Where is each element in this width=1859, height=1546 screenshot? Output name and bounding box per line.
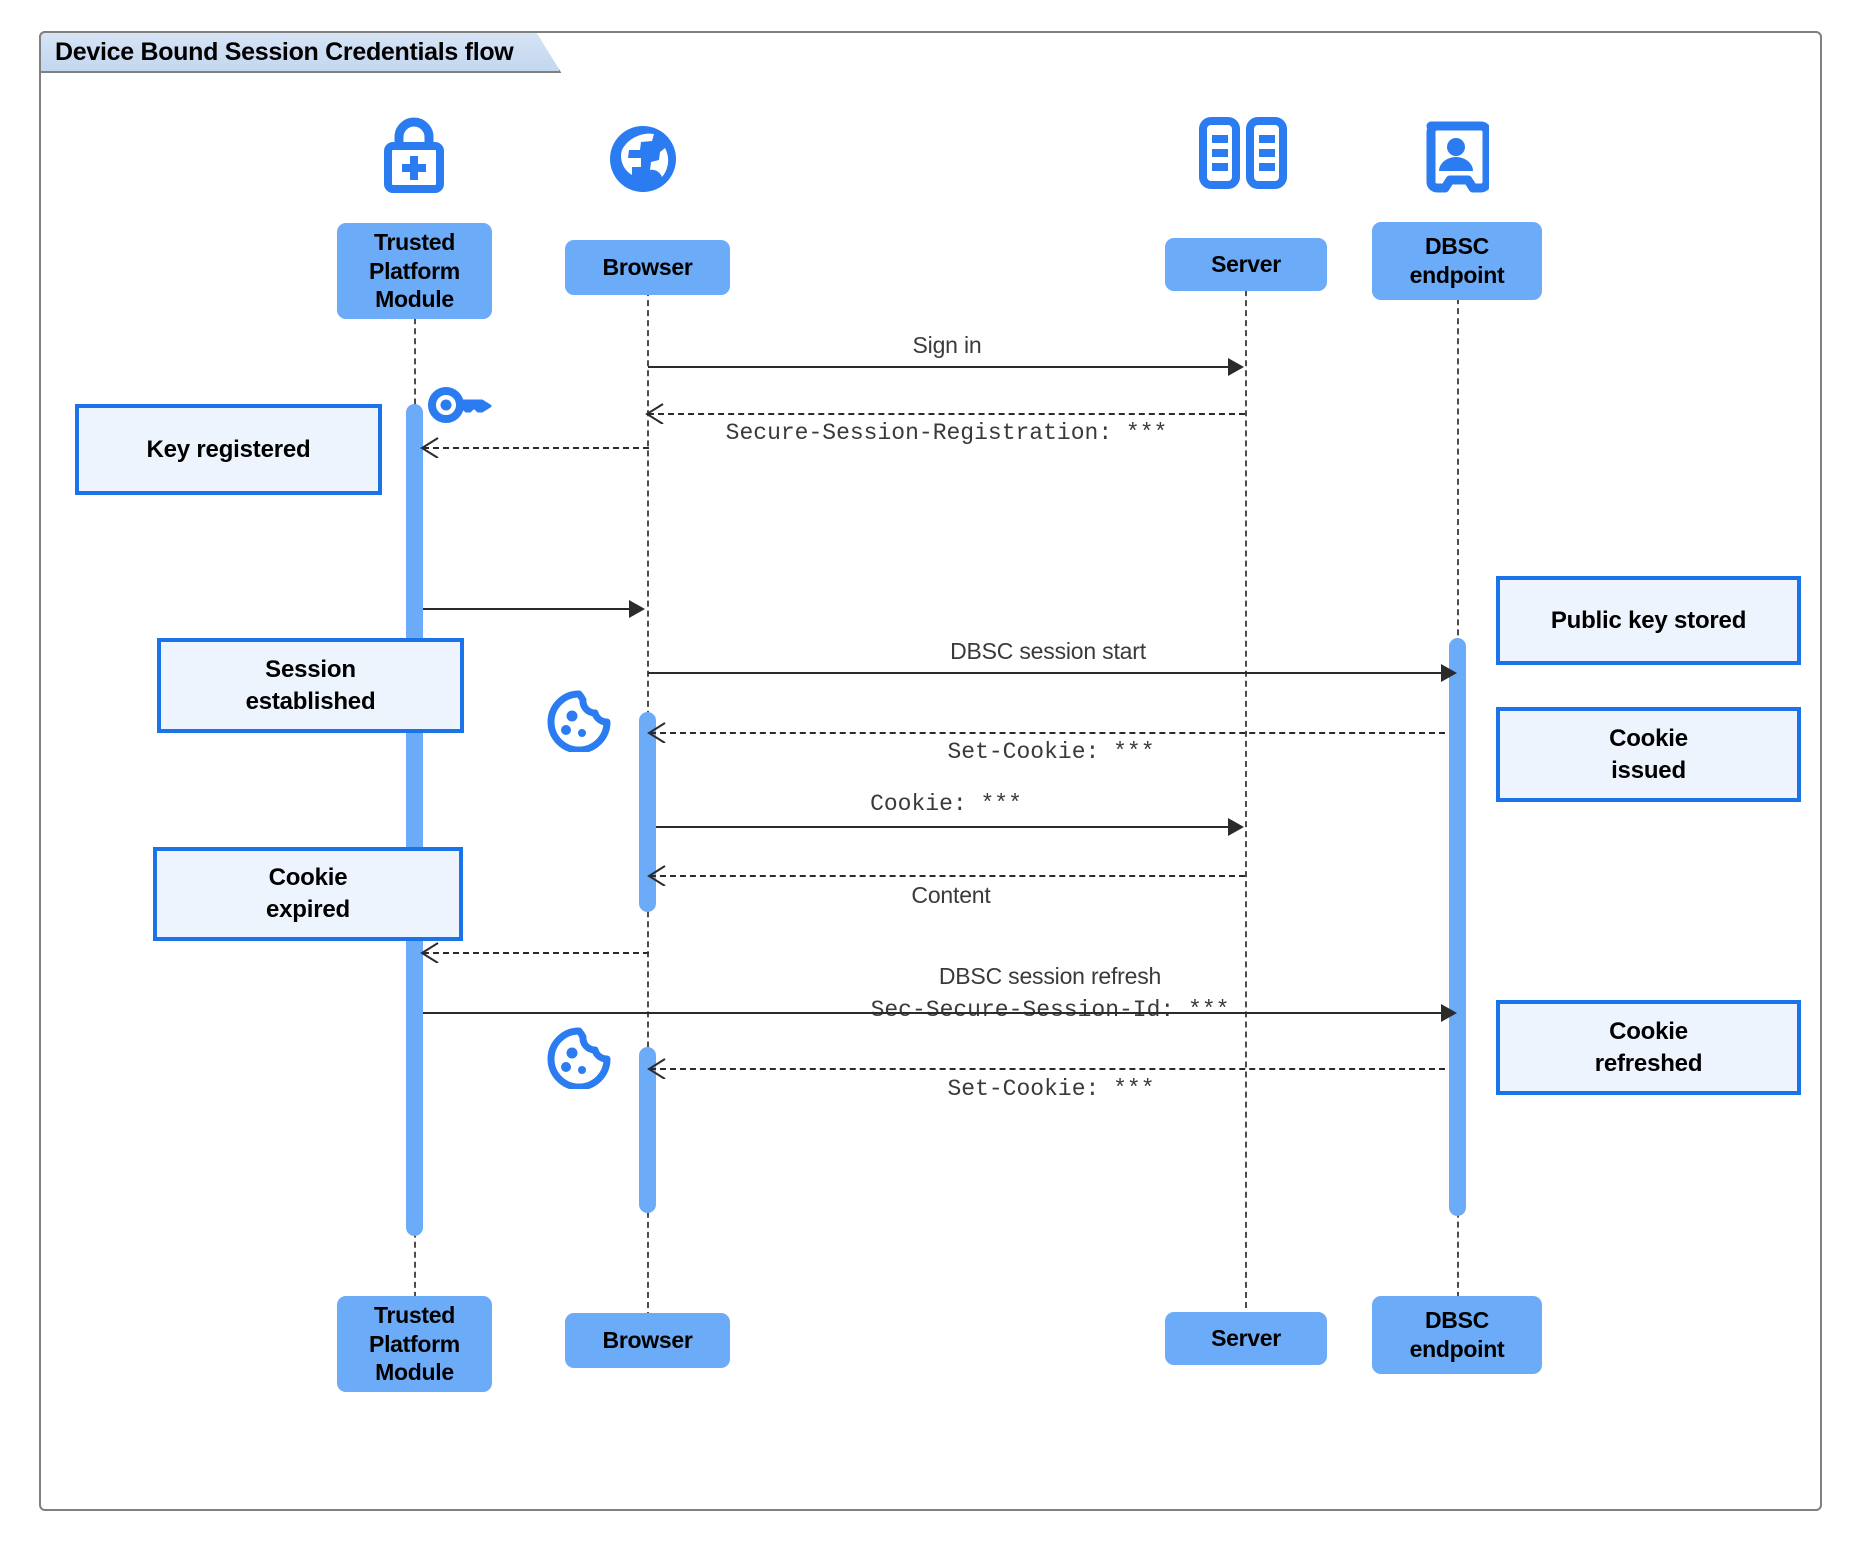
frame-title-tab: Device Bound Session Credentials flow bbox=[39, 31, 561, 73]
message-line-session-start bbox=[648, 672, 1441, 674]
participant-server-top[interactable]: Server bbox=[1165, 238, 1327, 291]
participant-label-line: Trusted bbox=[374, 229, 455, 256]
participant-label-line: Platform bbox=[369, 1330, 460, 1357]
note-text: Key registered bbox=[146, 435, 311, 463]
arrowhead-browser-to-tpm-1 bbox=[420, 437, 439, 458]
arrowhead-refresh bbox=[1441, 1004, 1457, 1022]
message-label-registration: Secure-Session-Registration: *** bbox=[725, 420, 1168, 446]
participant-label-line: Browser bbox=[602, 1327, 693, 1354]
message-label-session-start: DBSC session start bbox=[950, 638, 1146, 664]
activation-bar-browser-1 bbox=[639, 712, 656, 912]
message-label-content: Content bbox=[911, 882, 991, 908]
note-text-line: Session bbox=[265, 655, 356, 683]
participant-tpm-bottom[interactable]: Trusted Platform Module bbox=[337, 1296, 492, 1392]
note-text-line: issued bbox=[1611, 756, 1686, 784]
participant-label-line: Module bbox=[375, 1359, 454, 1386]
message-line-content bbox=[650, 875, 1245, 877]
arrowhead-set-cookie-1 bbox=[647, 722, 666, 743]
key-icon bbox=[428, 381, 496, 434]
note-text-line: established bbox=[245, 687, 376, 715]
note-text-line: expired bbox=[266, 896, 350, 923]
participant-label-line: Platform bbox=[369, 257, 460, 284]
note-text-line: refreshed bbox=[1594, 1049, 1703, 1077]
arrowhead-sign-in bbox=[1228, 358, 1244, 376]
arrowhead-tpm-to-browser-1 bbox=[629, 600, 645, 618]
participant-label-line: Server bbox=[1211, 251, 1281, 278]
message-line-browser-to-tpm-1 bbox=[423, 447, 649, 449]
note-text-line: Cookie bbox=[1609, 724, 1688, 752]
message-line-browser-to-tpm-2 bbox=[423, 952, 649, 954]
arrowhead-registration bbox=[645, 403, 664, 424]
server-racks-icon bbox=[1197, 117, 1289, 194]
lifeline-server bbox=[1245, 250, 1247, 1328]
message-line-sign-in bbox=[648, 366, 1228, 368]
note-cookie-expired: Cookie expired bbox=[153, 847, 463, 941]
participant-dbsc-top[interactable]: DBSC endpoint bbox=[1372, 222, 1542, 300]
participant-label-line: DBSC bbox=[1425, 1307, 1489, 1334]
note-text: Public key stored bbox=[1550, 606, 1747, 634]
note-public-key-stored: Public key stored bbox=[1496, 576, 1801, 665]
lock-plus-icon bbox=[371, 115, 457, 198]
message-label-set-cookie-2: Set-Cookie: *** bbox=[947, 1076, 1155, 1102]
message-label-sec-session-id: Sec-Secure-Session-Id: *** bbox=[870, 997, 1230, 1023]
arrowhead-content bbox=[647, 865, 666, 886]
message-line-cookie bbox=[656, 826, 1228, 828]
globe-icon bbox=[602, 122, 684, 201]
arrowhead-browser-to-tpm-2 bbox=[420, 942, 439, 963]
message-line-registration bbox=[648, 413, 1245, 415]
note-session-established: Session established bbox=[157, 638, 464, 733]
message-line-tpm-to-browser-1 bbox=[423, 608, 629, 610]
participant-dbsc-bottom[interactable]: DBSC endpoint bbox=[1372, 1296, 1542, 1374]
participant-server-bottom[interactable]: Server bbox=[1165, 1312, 1327, 1365]
participant-label-line: Trusted bbox=[374, 1302, 455, 1329]
message-line-refresh bbox=[423, 1012, 1441, 1014]
activation-bar-browser-2 bbox=[639, 1047, 656, 1213]
page-title: Device Bound Session Credentials flow bbox=[55, 37, 514, 66]
message-label-set-cookie-1: Set-Cookie: *** bbox=[947, 739, 1155, 765]
cookie-icon bbox=[545, 688, 613, 757]
participant-label-line: DBSC bbox=[1425, 233, 1489, 260]
message-label-refresh: DBSC session refresh bbox=[938, 963, 1162, 989]
message-line-set-cookie-1 bbox=[650, 732, 1445, 734]
participant-label-line: endpoint bbox=[1409, 1336, 1505, 1362]
participant-label-line: Server bbox=[1211, 1325, 1281, 1352]
note-cookie-refreshed: Cookie refreshed bbox=[1496, 1000, 1801, 1095]
message-label-cookie: Cookie: *** bbox=[870, 791, 1022, 817]
participant-label-line: Module bbox=[375, 286, 454, 313]
activation-bar-dbsc bbox=[1449, 638, 1466, 1216]
id-badge-icon bbox=[1423, 120, 1492, 199]
participant-tpm-top[interactable]: Trusted Platform Module bbox=[337, 223, 492, 319]
arrowhead-session-start bbox=[1441, 664, 1457, 682]
message-label-sign-in: Sign in bbox=[912, 332, 982, 358]
note-text-line: Cookie bbox=[1609, 1017, 1688, 1045]
activation-bar-tpm bbox=[406, 404, 423, 1236]
note-cookie-issued: Cookie issued bbox=[1496, 707, 1801, 802]
participant-label-line: Browser bbox=[602, 254, 693, 281]
participant-browser-bottom[interactable]: Browser bbox=[565, 1313, 730, 1368]
note-text-line: Cookie bbox=[268, 864, 348, 892]
message-line-set-cookie-2 bbox=[650, 1068, 1445, 1070]
participant-label-line: endpoint bbox=[1409, 262, 1505, 288]
participant-browser-top[interactable]: Browser bbox=[565, 240, 730, 295]
cookie-icon bbox=[545, 1025, 613, 1094]
arrowhead-set-cookie-2 bbox=[647, 1058, 666, 1079]
arrowhead-cookie bbox=[1228, 818, 1244, 836]
note-key-registered: Key registered bbox=[75, 404, 382, 495]
